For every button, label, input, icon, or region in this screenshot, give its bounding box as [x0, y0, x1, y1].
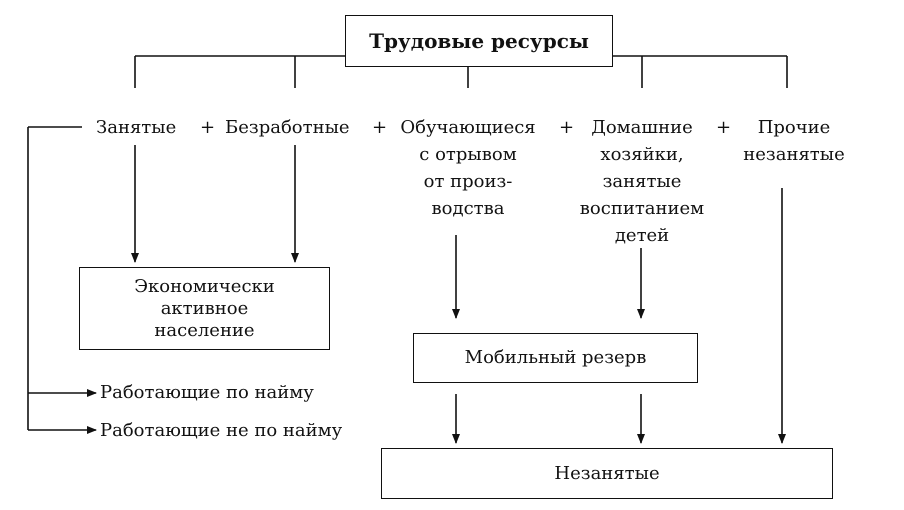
econ-active-box: Экономически активное население: [79, 267, 330, 350]
label-hired: Работающие по найму: [100, 382, 314, 403]
mobile-reserve-label: Мобильный резерв: [464, 347, 647, 368]
category-students: Обучающиеся с отрывом от произ- водства: [400, 117, 536, 219]
plus-sign-3: +: [559, 117, 575, 138]
econ-active-label: Экономически активное население: [134, 275, 275, 341]
title-label: Трудовые ресурсы: [369, 29, 589, 53]
plus-sign-1: +: [200, 117, 216, 138]
category-other: Прочие незанятые: [743, 117, 845, 165]
not-employed-label: Незанятые: [554, 462, 660, 484]
mobile-reserve-box: Мобильный резерв: [413, 333, 698, 383]
plus-sign-4: +: [716, 117, 732, 138]
title-box: Трудовые ресурсы: [345, 15, 613, 67]
plus-sign-2: +: [372, 117, 388, 138]
label-self-employed: Работающие не по найму: [100, 420, 343, 441]
category-housewives: Домашние хозяйки, занятые воспитанием де…: [579, 117, 705, 246]
category-unemployed: Безработные: [225, 117, 350, 138]
category-employed: Занятые: [96, 117, 177, 138]
not-employed-box: Незанятые: [381, 448, 833, 499]
